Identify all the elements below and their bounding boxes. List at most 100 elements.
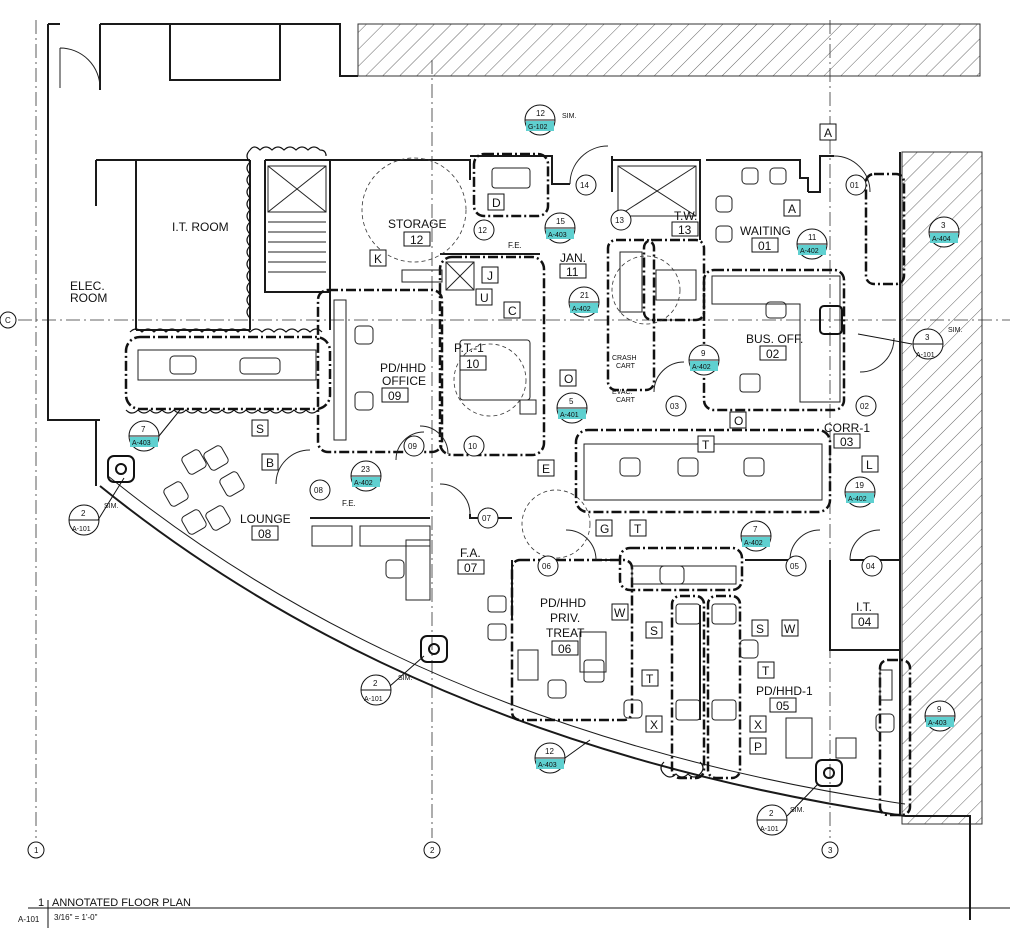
letter-tag: O [729,411,747,429]
svg-text:21: 21 [580,291,589,300]
drawing-sheet: A-101 [18,915,40,924]
svg-text:S: S [650,624,658,638]
room-name-waiting: WAITING [740,224,791,238]
svg-text:02: 02 [860,402,869,411]
svg-text:X: X [650,718,658,732]
svg-text:O: O [564,372,573,386]
room-name-priv-treat: PD/HHD [540,596,586,610]
evac-cart-label-2: CART [616,397,636,404]
svg-text:3: 3 [925,333,930,342]
svg-text:03: 03 [670,402,679,411]
room-name-tw: T.W. [674,209,697,223]
sim-label: SIM. [104,503,118,510]
room-name-it-room: I.T. ROOM [172,220,229,234]
door-tag: 02 [855,395,877,417]
letter-tag: A [783,199,801,217]
svg-text:09: 09 [408,442,417,451]
room-name-priv-treat-3: TREAT [546,626,585,640]
svg-text:A: A [824,126,832,140]
callout: 11 A-402 [796,228,828,260]
letter-tag: J [481,266,499,284]
letter-tag: W [781,619,799,637]
svg-text:05: 05 [790,562,799,571]
room-name-elec: ELEC. [70,279,105,293]
letter-tag: U [475,288,493,306]
room-number-storage: 12 [410,233,424,247]
svg-text:J: J [487,269,493,283]
room-number-it: 04 [858,615,872,629]
svg-text:A-402: A-402 [572,306,591,313]
letter-tag: B [261,453,279,471]
letter-tag: T [757,661,775,679]
room-number-corr1: 03 [840,435,854,449]
grid-bubbles [0,311,839,859]
svg-text:S: S [756,622,764,636]
room-name-lounge: LOUNGE [240,512,291,526]
door-tag: 14 [575,174,597,196]
room-name-fa: F.A. [460,546,481,560]
svg-text:O: O [734,414,743,428]
door-swings [59,47,895,561]
door-tag: 08 [309,479,331,501]
svg-text:13: 13 [615,216,624,225]
curved-exterior-wall [99,475,971,920]
room-name-pdhhd-office: PD/HHD [380,361,426,375]
letter-tags: A A D K J U C S B O O T E L G T W S S W … [251,123,879,755]
svg-text:X: X [754,718,762,732]
svg-text:A-101: A-101 [364,696,383,703]
letter-tag: E [537,459,555,477]
sim-label: SIM. [790,807,804,814]
svg-text:12: 12 [536,109,545,118]
svg-text:G: G [600,522,609,536]
svg-text:08: 08 [314,486,323,495]
door-tag: 04 [861,555,883,577]
svg-text:07: 07 [482,514,491,523]
svg-text:A-402: A-402 [354,480,373,487]
letter-tag: L [861,455,879,473]
svg-text:T: T [646,672,654,686]
letter-tag: S [751,619,769,637]
svg-text:P: P [754,740,762,754]
svg-text:B: B [266,456,274,470]
svg-text:7: 7 [141,425,146,434]
callout: 3 A-404 [928,216,960,248]
letter-tag: T [641,669,659,687]
svg-text:A-101: A-101 [760,826,779,833]
callout: 15 A-403 [544,212,576,244]
svg-text:T: T [762,664,770,678]
svg-text:12: 12 [478,226,487,235]
callout: 21 A-402 [568,286,600,318]
room-name-priv-treat-2: PRIV. [550,611,580,625]
room-number-bus-off: 02 [766,347,780,361]
room-number-pdhhd-office: 09 [388,389,402,403]
sim-label: SIM. [562,113,576,120]
svg-text:A-403: A-403 [132,440,151,447]
callout: 2 A-101 [756,804,788,836]
callout: 7 A-402 [740,520,772,552]
room-name-pdhhd1: PD/HHD-1 [756,684,813,698]
door-tag: 05 [785,555,807,577]
svg-text:A-404: A-404 [932,236,951,243]
room-number-priv-treat: 06 [558,642,572,656]
svg-text:A-101: A-101 [916,352,935,359]
svg-text:A-402: A-402 [848,496,867,503]
room-name-pt1: P.T.-1 [454,341,484,355]
svg-text:E: E [542,462,550,476]
door-tag: 13 [610,209,632,231]
svg-text:04: 04 [866,562,875,571]
svg-text:5: 5 [569,397,574,406]
svg-text:A: A [788,202,796,216]
drawing-title: ANNOTATED FLOOR PLAN [52,897,191,909]
door-tag: 09 [403,435,425,457]
letter-tag: D [487,193,505,211]
svg-text:A-403: A-403 [548,232,567,239]
room-name-elec-2: ROOM [70,291,107,305]
title-block: 1 A-101 ANNOTATED FLOOR PLAN 3/16" = 1'-… [18,897,1010,928]
svg-text:7: 7 [753,525,758,534]
fe-label: F.E. [508,241,522,250]
furniture [137,167,895,759]
callout: 2 A-101 [360,674,392,706]
room-labels: ELEC. ROOM I.T. ROOM STORAGE 12 JAN. 11 … [70,209,879,713]
